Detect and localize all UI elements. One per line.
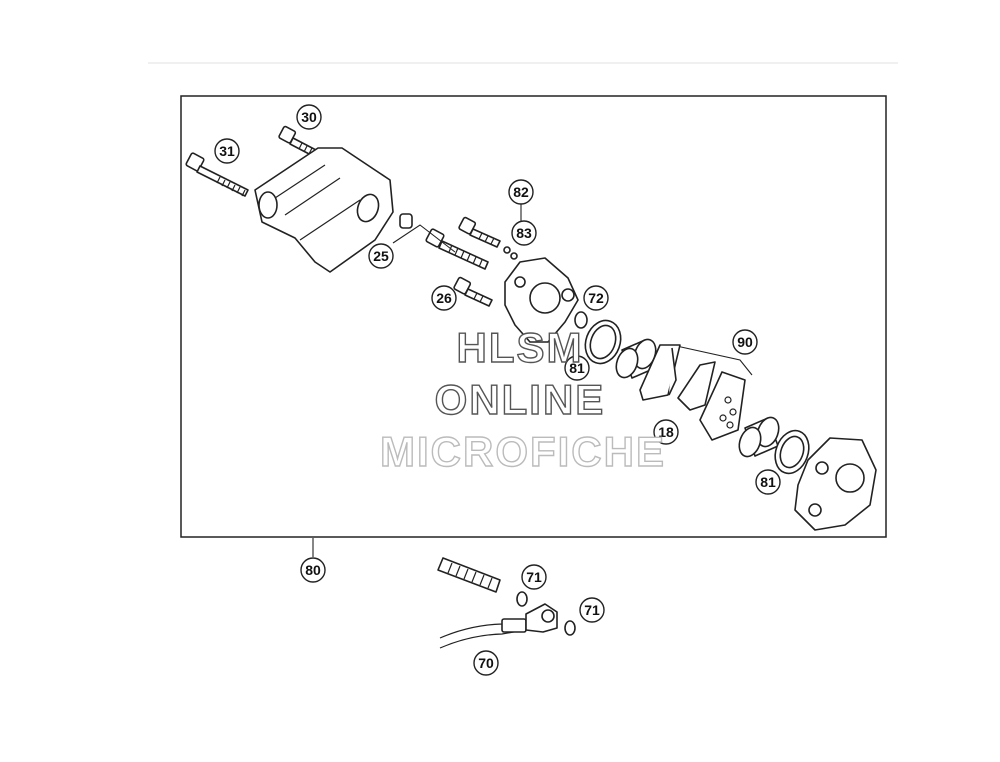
callout-label: 82 xyxy=(513,184,529,200)
callout-label: 18 xyxy=(658,424,674,440)
callout-c71b: 71 xyxy=(579,597,605,623)
long-bolt xyxy=(185,152,249,197)
caliper-half-outer xyxy=(794,437,877,531)
callout-label: 31 xyxy=(219,143,235,159)
sealing-washer-left xyxy=(516,591,528,607)
callout-circle xyxy=(521,564,547,590)
piston-seal-left xyxy=(584,319,622,365)
callout-layer: 30 31 82 83 25 26 72 90 81 18 81 80 71 71 70 xyxy=(214,104,781,676)
callout-label: 71 xyxy=(526,569,542,585)
caliper-bracket xyxy=(254,147,394,273)
callout-c82: 82 xyxy=(508,179,534,205)
callout-circle xyxy=(579,597,605,623)
watermark-line-2: ONLINE xyxy=(435,376,606,423)
callout-c72: 72 xyxy=(583,285,609,311)
callout-label: 80 xyxy=(305,562,321,578)
callout-circle xyxy=(508,179,534,205)
short-bolt xyxy=(278,125,317,157)
callout-circle xyxy=(296,104,322,130)
banjo-bolt xyxy=(437,557,501,593)
callout-label: 71 xyxy=(584,602,600,618)
callout-circle xyxy=(473,650,499,676)
callout-circle xyxy=(300,557,326,583)
callout-c25: 25 xyxy=(368,243,394,269)
caliper-bolt xyxy=(458,200,522,260)
small-o-ring xyxy=(574,311,588,329)
callout-circle xyxy=(583,285,609,311)
callout-circle xyxy=(732,329,758,355)
callout-circle xyxy=(431,285,457,311)
assembly-frame xyxy=(180,95,887,538)
watermark: HLSM ONLINE MICROFICHE xyxy=(379,323,666,475)
callout-label: 81 xyxy=(760,474,776,490)
callout-label: 70 xyxy=(478,655,494,671)
callout-c83: 83 xyxy=(511,220,537,246)
callout-c81a: 81 xyxy=(564,355,590,381)
callout-c90: 90 xyxy=(732,329,758,355)
callout-label: 30 xyxy=(301,109,317,125)
callout-c26: 26 xyxy=(431,285,457,311)
callout-c71a: 71 xyxy=(521,564,547,590)
callout-circle xyxy=(214,138,240,164)
slide-pin-set xyxy=(392,213,489,270)
callout-c70: 70 xyxy=(473,650,499,676)
callout-c18: 18 xyxy=(653,419,679,445)
callout-label: 26 xyxy=(436,290,452,306)
bleeder-bolt xyxy=(453,276,493,307)
callout-label: 81 xyxy=(569,360,585,376)
callout-circle xyxy=(564,355,590,381)
piston-right xyxy=(738,416,780,458)
callout-label: 90 xyxy=(737,334,753,350)
callout-c30: 30 xyxy=(296,104,322,130)
sealing-washer-right xyxy=(564,620,576,636)
watermark-line-1: HLSM xyxy=(457,324,584,371)
caliper-half-inner xyxy=(504,257,579,343)
brake-hose xyxy=(439,603,558,649)
callout-label: 72 xyxy=(588,290,604,306)
callout-circle xyxy=(368,243,394,269)
piston-left xyxy=(615,338,657,379)
piston-seal-right xyxy=(774,429,810,475)
watermark-line-3: MICROFICHE xyxy=(380,428,666,475)
callout-label: 83 xyxy=(516,225,532,241)
callout-circle xyxy=(755,469,781,495)
callout-c80: 80 xyxy=(300,557,326,583)
callout-label: 25 xyxy=(373,248,389,264)
callout-c31: 31 xyxy=(214,138,240,164)
callout-circle xyxy=(653,419,679,445)
brake-pad-set xyxy=(639,344,753,441)
callout-circle xyxy=(511,220,537,246)
callout-c81b: 81 xyxy=(755,469,781,495)
